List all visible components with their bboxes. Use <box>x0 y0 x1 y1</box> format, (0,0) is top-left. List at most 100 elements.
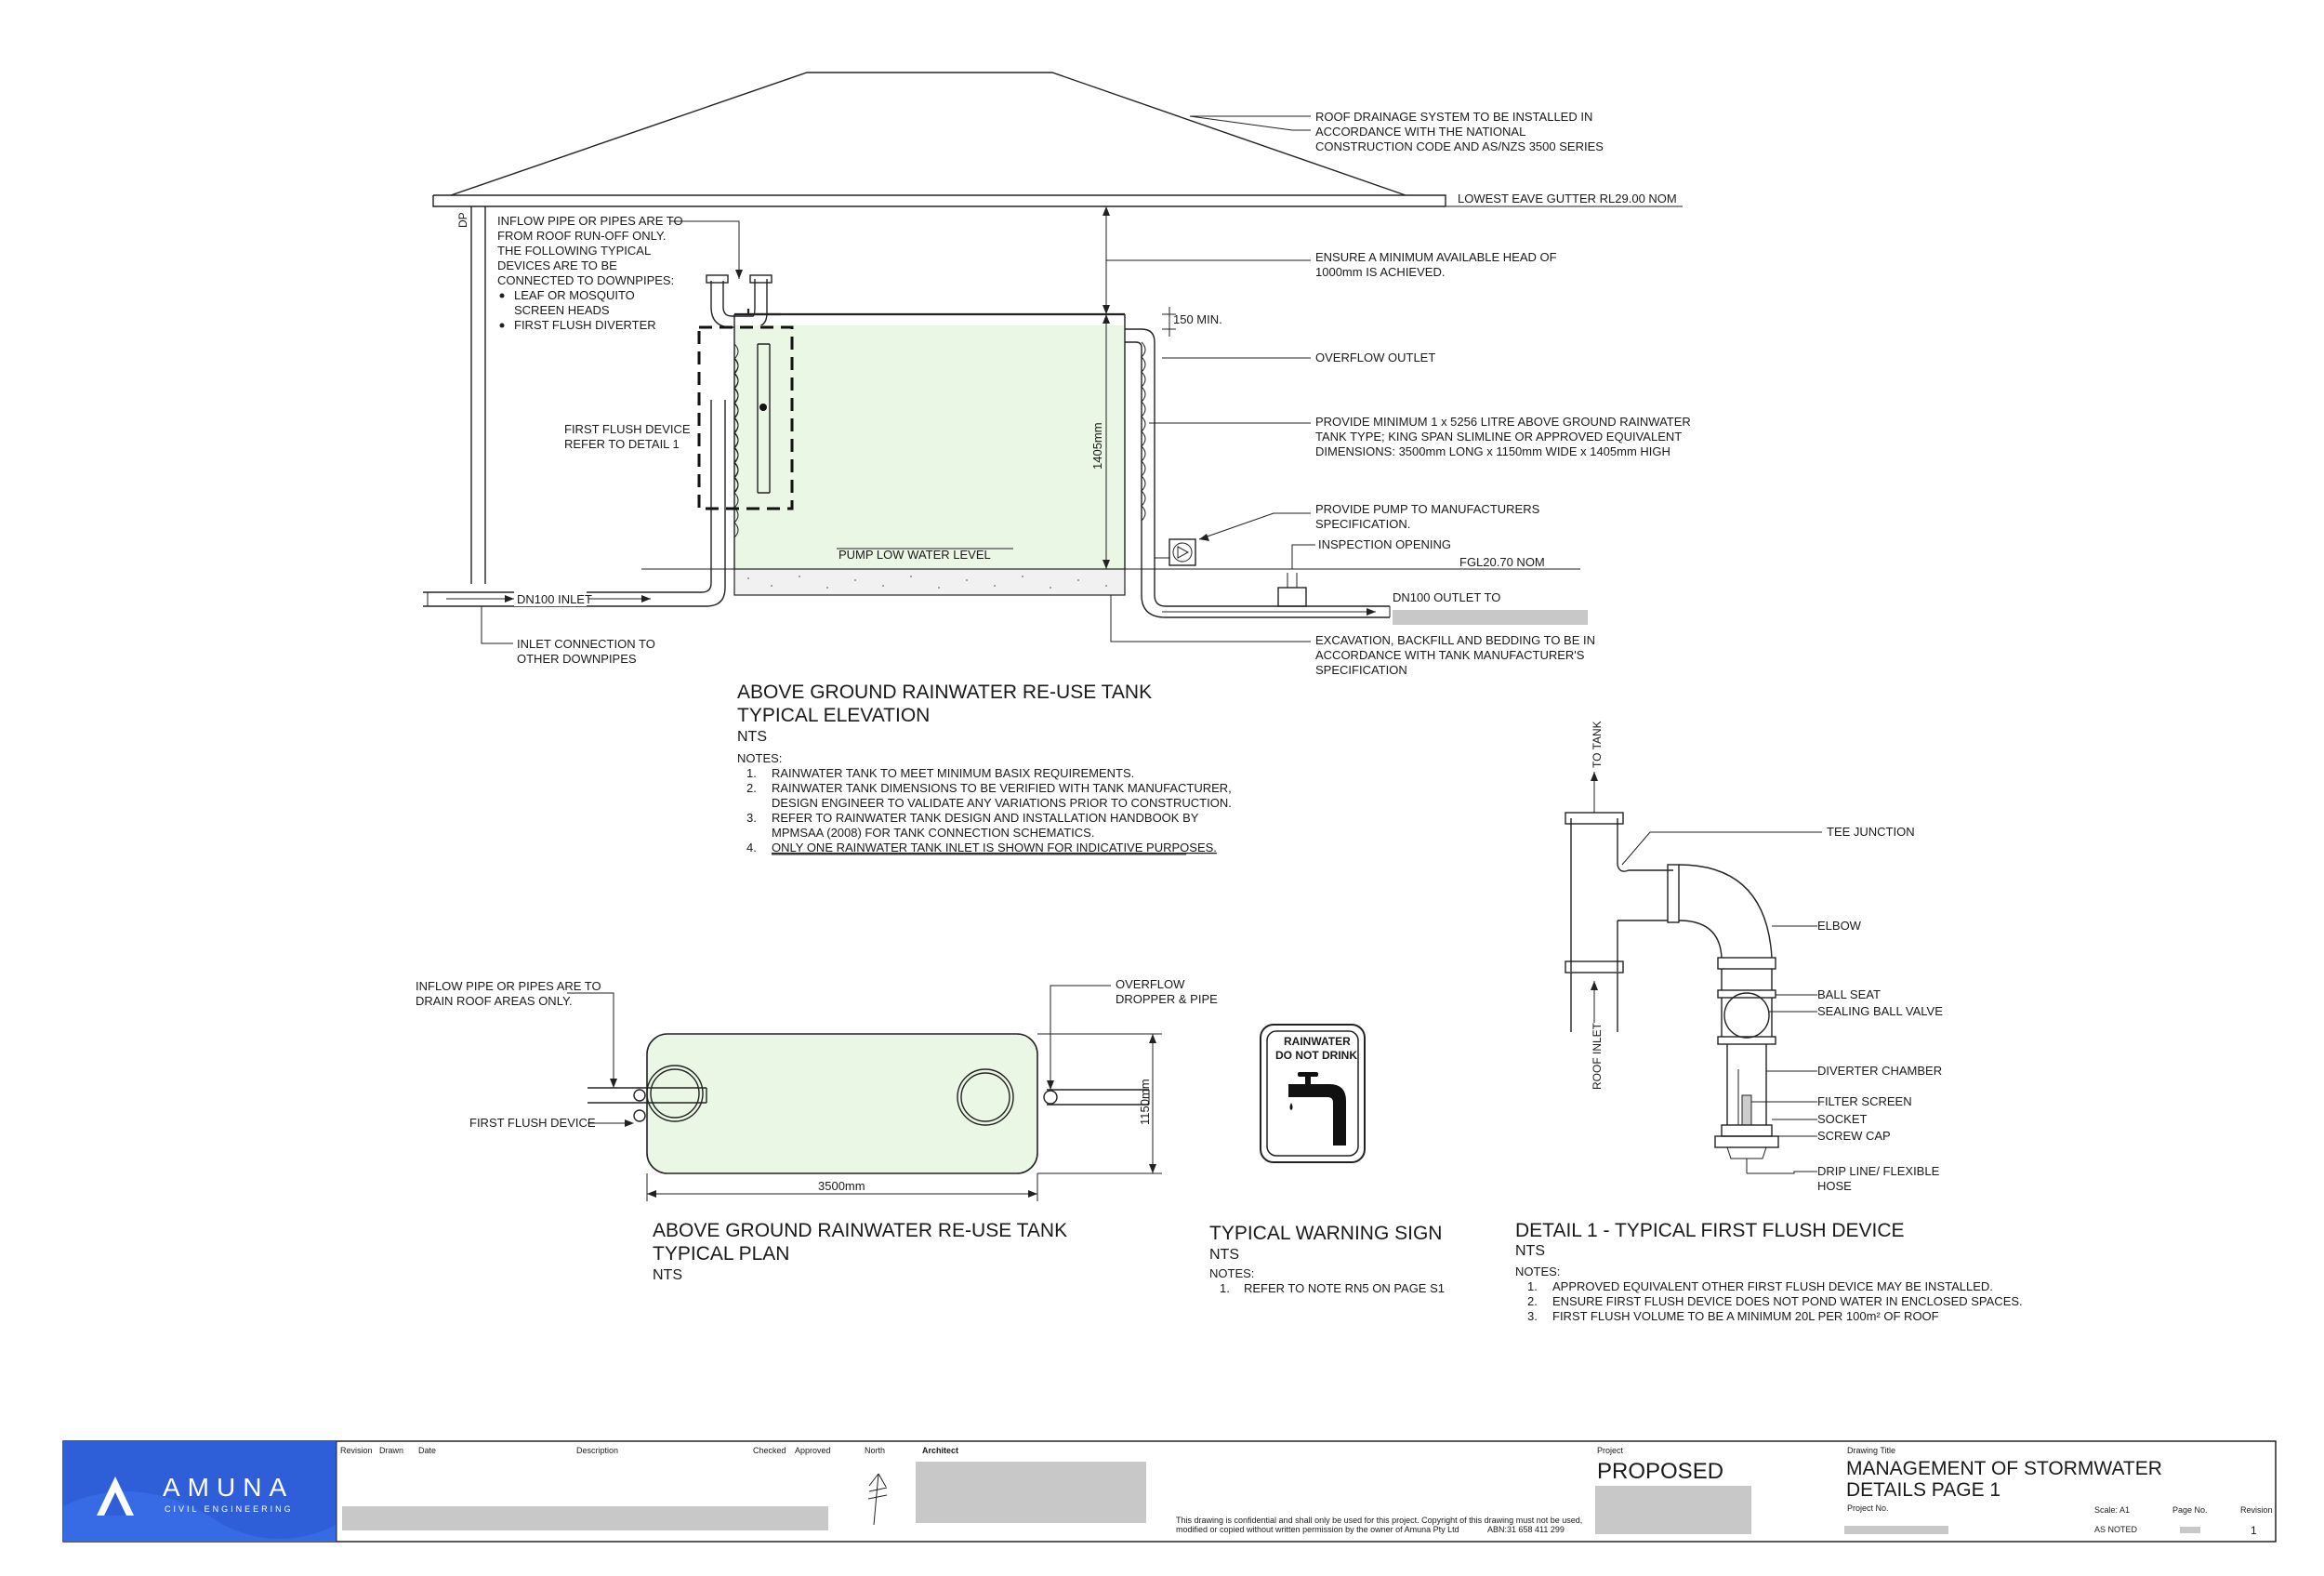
sign-note: REFER TO NOTE RN5 ON PAGE S1 <box>1244 1281 1445 1295</box>
note-3a: REFER TO RAINWATER TANK DESIGN AND INSTA… <box>772 811 1199 825</box>
amuna-logo-icon <box>97 1477 134 1516</box>
outlet-redacted <box>1393 610 1588 625</box>
roof-inlet-label: ROOF INLET <box>1591 1022 1604 1090</box>
drawing-title-label: Drawing Title <box>1847 1446 1895 1455</box>
abn: ABN:31 658 411 299 <box>1487 1525 1565 1534</box>
note-1: RAINWATER TANK TO MEET MINIMUM BASIX REQ… <box>772 766 1134 780</box>
revision-redacted <box>342 1506 828 1530</box>
project-no-label: Project No. <box>1847 1503 1889 1513</box>
height-dim: 1405mm <box>1090 422 1104 470</box>
h-architect: Architect <box>922 1446 958 1455</box>
note-2a: RAINWATER TANK DIMENSIONS TO BE VERIFIED… <box>772 781 1232 795</box>
plan-title-1: ABOVE GROUND RAINWATER RE-USE TANK <box>653 1220 1067 1241</box>
pump-symbol <box>1169 538 1196 566</box>
inlet-connection-2: OTHER DOWNPIPES <box>517 652 637 666</box>
lbl-tee: TEE JUNCTION <box>1827 825 1915 839</box>
h-checked: Checked <box>753 1446 786 1455</box>
note-3b: MPMSAA (2008) FOR TANK CONNECTION SCHEMA… <box>772 826 1094 840</box>
eave-label: LOWEST EAVE GUTTER RL29.00 NOM <box>1458 192 1677 205</box>
lbl-socket: SOCKET <box>1817 1112 1868 1126</box>
overflow-pipe <box>1125 328 1390 618</box>
lbl-ball-valve: SEALING BALL VALVE <box>1817 1004 1943 1018</box>
sign-line-2: DO NOT DRINK <box>1275 1049 1357 1062</box>
lbl-drip-line: DRIP LINE/ FLEXIBLE <box>1817 1164 1940 1178</box>
elevation-drawing: ROOF DRAINAGE SYSTEM TO BE INSTALLED IN … <box>423 72 1691 855</box>
plan-title-2: TYPICAL PLAN <box>653 1243 789 1265</box>
inflow-bullet-2: FIRST FLUSH DIVERTER <box>514 318 656 332</box>
outlet-label: DN100 OUTLET TO <box>1393 590 1500 604</box>
note-num-2: 2. <box>746 781 757 795</box>
downpipe <box>470 206 486 584</box>
detail-notes-label: NOTES: <box>1515 1265 1560 1278</box>
fgl-label: FGL20.70 NOM <box>1459 555 1545 569</box>
pump-low-label: PUMP LOW WATER LEVEL <box>838 548 991 562</box>
first-flush-box <box>697 325 794 510</box>
note-num-3: 3. <box>746 811 757 825</box>
head-note-1: ENSURE A MINIMUM AVAILABLE HEAD OF <box>1315 250 1557 264</box>
inspection-label: INSPECTION OPENING <box>1318 537 1451 551</box>
elevation-notes-label: NOTES: <box>737 751 782 765</box>
plan-scale: NTS <box>653 1267 682 1283</box>
project-no-redacted <box>1844 1526 1948 1534</box>
architect-redacted <box>916 1462 1146 1523</box>
detail-note-num-3: 3. <box>1527 1309 1538 1323</box>
roof-outline <box>450 72 1406 196</box>
plan-inflow-2: DRAIN ROOF AREAS ONLY. <box>416 994 573 1008</box>
warning-sign: RAINWATER DO NOT DRINK TYPICAL WARNING S… <box>1209 1024 1445 1295</box>
excavation-2: ACCORDANCE WITH TANK MANUFACTURER'S <box>1315 648 1585 662</box>
drawing-title-1: MANAGEMENT OF STORMWATER <box>1846 1458 2162 1479</box>
north-arrow-icon <box>867 1473 888 1526</box>
overflow-label: OVERFLOW OUTLET <box>1315 351 1435 364</box>
inlet-label: DN100 INLET <box>517 592 592 606</box>
first-flush-label-2: REFER TO DETAIL 1 <box>564 437 680 451</box>
plan-width-dim: 1150mm <box>1138 1079 1152 1125</box>
lbl-ball-seat: BALL SEAT <box>1817 987 1881 1001</box>
to-tank-label: TO TANK <box>1591 721 1604 768</box>
h-date: Date <box>418 1446 436 1455</box>
h-revision: Revision <box>340 1446 373 1455</box>
detail-note-3: FIRST FLUSH VOLUME TO BE A MINIMUM 20L P… <box>1552 1309 1939 1323</box>
h-north: North <box>865 1446 885 1455</box>
page-no-redacted <box>2180 1527 2200 1533</box>
note-2b: DESIGN ENGINEER TO VALIDATE ANY VARIATIO… <box>772 796 1232 810</box>
lbl-hose: HOSE <box>1817 1179 1852 1193</box>
roof-note-3: CONSTRUCTION CODE AND AS/NZS 3500 SERIES <box>1315 139 1604 153</box>
revision-label: Revision <box>2240 1505 2273 1515</box>
project-name: PROPOSED <box>1597 1459 1723 1484</box>
h-description: Description <box>576 1446 618 1455</box>
h-drawn: Drawn <box>379 1446 403 1455</box>
head-note-2: 1000mm IS ACHIEVED. <box>1315 265 1445 279</box>
pump-note-1: PROVIDE PUMP TO MANUFACTURERS <box>1315 502 1540 516</box>
tank-spec-1: PROVIDE MINIMUM 1 x 5256 LITRE ABOVE GRO… <box>1315 415 1691 429</box>
tank-spec-3: DIMENSIONS: 3500mm LONG x 1150mm WIDE x … <box>1315 444 1670 458</box>
sign-notes-label: NOTES: <box>1209 1266 1254 1280</box>
excavation-3: SPECIFICATION <box>1315 663 1407 677</box>
detail-scale: NTS <box>1515 1243 1545 1259</box>
sign-line-1: RAINWATER <box>1284 1035 1351 1048</box>
scale-label: Scale: A1 <box>2094 1505 2130 1515</box>
inflow-bullet-1b: SCREEN HEADS <box>514 303 610 317</box>
tank-water <box>734 325 1125 569</box>
sign-note-num: 1. <box>1220 1281 1230 1295</box>
elevation-title-1: ABOVE GROUND RAINWATER RE-USE TANK <box>737 682 1152 703</box>
pump-note-2: SPECIFICATION. <box>1315 517 1410 531</box>
detail-note-num-2: 2. <box>1527 1294 1538 1308</box>
tap-icon <box>1288 1072 1346 1146</box>
tank-bedding <box>733 568 1126 596</box>
inflow-note-1: INFLOW PIPE OR PIPES ARE TO <box>497 214 683 228</box>
detail-note-1: APPROVED EQUIVALENT OTHER FIRST FLUSH DE… <box>1552 1279 1993 1293</box>
h-approved: Approved <box>795 1446 831 1455</box>
drawing-title-2: DETAILS PAGE 1 <box>1846 1479 2000 1501</box>
inflow-note-5: CONNECTED TO DOWNPIPES: <box>497 273 674 287</box>
elevation-scale: NTS <box>737 729 767 745</box>
inlet-connection-1: INLET CONNECTION TO <box>517 637 655 651</box>
title-block: AMUNA CIVIL ENGINEERING Revision Drawn D… <box>62 1440 2277 1543</box>
excavation-1: EXCAVATION, BACKFILL AND BEDDING TO BE I… <box>1315 633 1595 647</box>
project-label: Project <box>1597 1446 1624 1455</box>
roof-note-1: ROOF DRAINAGE SYSTEM TO BE INSTALLED IN <box>1315 110 1592 124</box>
confidential-2: modified or copied without written permi… <box>1176 1525 1459 1534</box>
inflow-note-2: FROM ROOF RUN-OFF ONLY. <box>497 229 667 243</box>
plan-tank <box>646 1033 1038 1174</box>
min150-label: 150 MIN. <box>1173 312 1222 326</box>
